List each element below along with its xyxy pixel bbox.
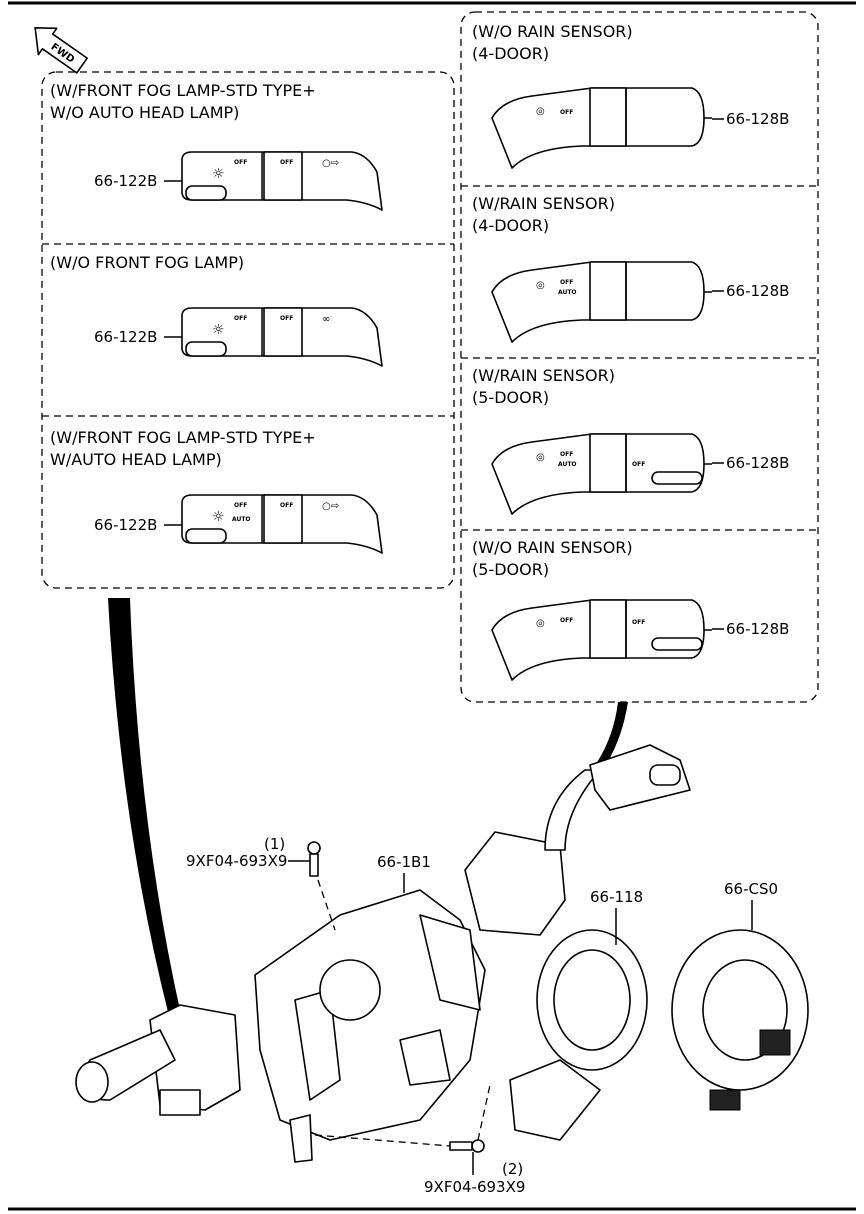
screw-1: (1) 9XF04-693X9 xyxy=(186,835,336,931)
part-number: 66-128B xyxy=(726,454,789,472)
panel-title: (4-DOOR) xyxy=(472,216,549,235)
headlamp-icon: ☼ xyxy=(212,322,225,338)
headlight-switch-lever: OFF OFF ☼ ∞ xyxy=(181,307,383,367)
panel-title: W/O AUTO HEAD LAMP) xyxy=(50,103,239,122)
fwd-arrow-icon: FWD xyxy=(34,27,88,74)
callout-arrow-right xyxy=(596,702,628,768)
left-variants-box xyxy=(41,71,455,589)
panel-title: (W/FRONT FOG LAMP-STD TYPE+ xyxy=(50,81,316,100)
panel-title: (W/RAIN SENSOR) xyxy=(472,194,615,213)
svg-text:○⇨: ○⇨ xyxy=(322,501,339,512)
svg-text:AUTO: AUTO xyxy=(232,516,251,523)
headlight-switch-assembly xyxy=(75,1004,241,1116)
svg-text:OFF: OFF xyxy=(280,315,293,322)
wiper-switch-lever: OFF OFF ◎ xyxy=(491,599,713,681)
headlamp-icon: ☼ xyxy=(212,166,225,182)
svg-text:◎: ◎ xyxy=(536,452,545,463)
screw-2: (2) 9XF04-693X9 xyxy=(314,1084,525,1196)
svg-text:OFF: OFF xyxy=(560,109,573,116)
right-panel-2: (W/RAIN SENSOR) (4-DOOR) OFF AUTO ◎ 66-1… xyxy=(472,194,789,343)
part-number: 9XF04-693X9 xyxy=(424,1178,525,1196)
panel-title: (W/O FRONT FOG LAMP) xyxy=(50,253,244,272)
left-panel-2: (W/O FRONT FOG LAMP) 66-122B OFF OFF ☼ ∞ xyxy=(50,253,383,367)
panel-title: W/AUTO HEAD LAMP) xyxy=(50,450,222,469)
wiper-switch-lever: OFF ◎ xyxy=(491,87,713,169)
svg-text:OFF: OFF xyxy=(280,159,293,166)
svg-text:OFF: OFF xyxy=(234,159,247,166)
svg-text:OFF: OFF xyxy=(632,619,645,626)
part-number: 66-128B xyxy=(726,620,789,638)
svg-text:○⇨: ○⇨ xyxy=(322,158,339,169)
part-number: 66-1B1 xyxy=(377,853,431,871)
wiper-switch-lever: OFF AUTO ◎ xyxy=(491,261,713,343)
svg-text:◎: ◎ xyxy=(536,280,545,291)
svg-text:OFF: OFF xyxy=(560,451,573,458)
svg-text:AUTO: AUTO xyxy=(558,289,577,296)
headlight-switch-lever: OFF OFF ☼ ○⇨ xyxy=(181,151,383,211)
right-panel-3: (W/RAIN SENSOR) (5-DOOR) OFF AUTO OFF ◎ … xyxy=(472,366,789,515)
svg-text:OFF: OFF xyxy=(280,502,293,509)
panel-title: (W/O RAIN SENSOR) xyxy=(472,538,633,557)
part-number: 9XF04-693X9 xyxy=(186,852,287,870)
clock-spring-66-118 xyxy=(509,929,648,1141)
right-variants-box xyxy=(460,11,819,703)
callout-arrow-left xyxy=(108,598,180,1012)
panel-title: (5-DOOR) xyxy=(472,388,549,407)
right-panel-1: (W/O RAIN SENSOR) (4-DOOR) OFF ◎ 66-128B xyxy=(472,22,789,169)
svg-text:∞: ∞ xyxy=(322,314,330,325)
headlamp-icon: ☼ xyxy=(212,509,225,525)
panel-title: (4-DOOR) xyxy=(472,44,549,63)
headlight-switch-lever: OFF AUTO OFF ☼ ○⇨ xyxy=(181,494,383,554)
part-number: 66-122B xyxy=(94,328,157,346)
panel-title: (W/FRONT FOG LAMP-STD TYPE+ xyxy=(50,428,316,447)
part-number: 66-CS0 xyxy=(724,880,778,898)
left-panel-1: (W/FRONT FOG LAMP-STD TYPE+ W/O AUTO HEA… xyxy=(50,81,383,211)
wiper-switch-assembly xyxy=(464,744,691,936)
svg-text:OFF: OFF xyxy=(632,461,645,468)
wiper-switch-lever: OFF AUTO OFF ◎ xyxy=(491,433,713,515)
svg-text:(2): (2) xyxy=(502,1160,523,1178)
svg-text:◎: ◎ xyxy=(536,618,545,629)
part-number: 66-122B xyxy=(94,172,157,190)
svg-text:OFF: OFF xyxy=(560,617,573,624)
svg-text:◎: ◎ xyxy=(536,106,545,117)
svg-text:OFF: OFF xyxy=(560,279,573,286)
part-number: 66-118 xyxy=(590,888,643,906)
left-panel-3: (W/FRONT FOG LAMP-STD TYPE+ W/AUTO HEAD … xyxy=(50,428,383,554)
svg-text:AUTO: AUTO xyxy=(558,461,577,468)
svg-text:OFF: OFF xyxy=(234,502,247,509)
part-number: 66-128B xyxy=(726,282,789,300)
svg-text:(1): (1) xyxy=(264,835,285,853)
right-panel-4: (W/O RAIN SENSOR) (5-DOOR) OFF OFF ◎ 66-… xyxy=(472,538,789,681)
panel-title: (5-DOOR) xyxy=(472,560,549,579)
part-number: 66-122B xyxy=(94,516,157,534)
clock-spring-66-cs0 xyxy=(671,929,809,1111)
part-number: 66-128B xyxy=(726,110,789,128)
combination-switch-housing xyxy=(254,889,486,1163)
panel-title: (W/O RAIN SENSOR) xyxy=(472,22,633,41)
svg-text:OFF: OFF xyxy=(234,315,247,322)
panel-title: (W/RAIN SENSOR) xyxy=(472,366,615,385)
